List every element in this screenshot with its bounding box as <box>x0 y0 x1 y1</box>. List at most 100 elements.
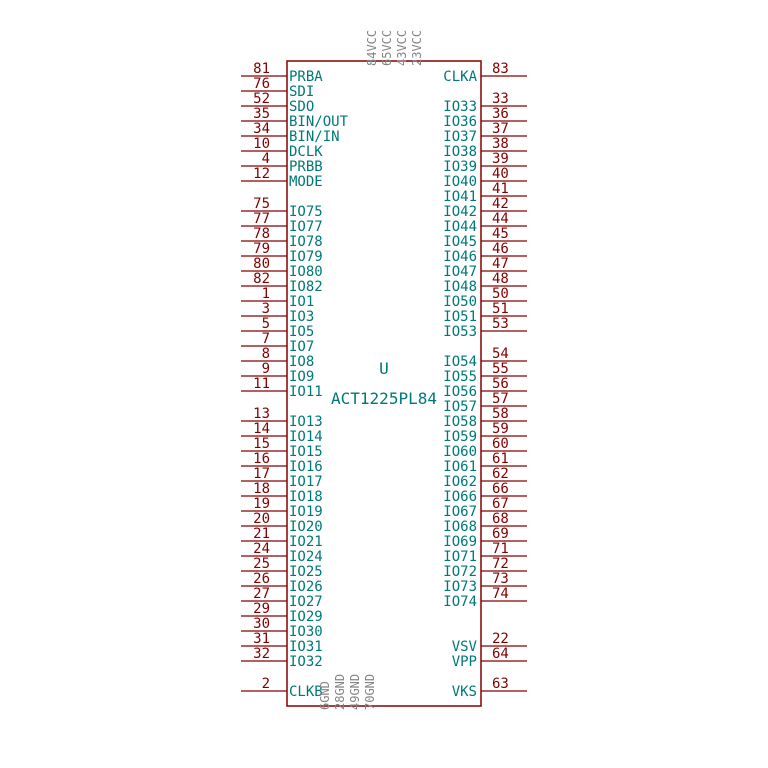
pin-name: IO18 <box>289 489 323 505</box>
pin-name: IO73 <box>443 579 477 595</box>
pin-number: 33 <box>492 91 509 107</box>
pin-name: IO77 <box>289 219 323 235</box>
pin-name: IO51 <box>443 309 477 325</box>
pin-name: DCLK <box>289 144 323 160</box>
ground-pin-number: 49 <box>348 696 362 710</box>
pin-number: 41 <box>492 181 509 197</box>
pin-number: 32 <box>253 646 270 662</box>
power-pin-84: 84VCC <box>365 30 379 66</box>
pin-name: IO8 <box>289 354 314 370</box>
pin-name: VPP <box>452 654 477 670</box>
pin-number: 51 <box>492 301 509 317</box>
ground-pin-label: 70GND <box>363 674 377 710</box>
pin-name: SDI <box>289 84 314 100</box>
pin-number: 22 <box>492 631 509 647</box>
pin-name: IO19 <box>289 504 323 520</box>
ground-pin-number: 70 <box>363 696 377 710</box>
pin-name: IO40 <box>443 174 477 190</box>
pin-number: 56 <box>492 376 509 392</box>
pin-name: PRBA <box>289 69 323 85</box>
pin-number: 40 <box>492 166 509 182</box>
pin-name: IO37 <box>443 129 477 145</box>
pin-name: IO58 <box>443 414 477 430</box>
pin-name: IO9 <box>289 369 314 385</box>
pin-number: 38 <box>492 136 509 152</box>
pin-name: IO74 <box>443 594 477 610</box>
power-pin-number: 84 <box>365 52 379 66</box>
pin-name: IO3 <box>289 309 314 325</box>
pin-number: 52 <box>253 91 270 107</box>
pin-name: IO48 <box>443 279 477 295</box>
power-pin-label: 23VCC <box>410 30 424 66</box>
power-pin-name: VCC <box>365 30 379 52</box>
power-pin-number: 65 <box>380 52 394 66</box>
pin-number: 77 <box>253 211 270 227</box>
pin-name: IO20 <box>289 519 323 535</box>
pin-number: 50 <box>492 286 509 302</box>
pin-number: 9 <box>262 361 270 377</box>
pin-name: IO27 <box>289 594 323 610</box>
pin-number: 30 <box>253 616 270 632</box>
pin-number: 25 <box>253 556 270 572</box>
pin-number: 7 <box>262 331 270 347</box>
power-pin-number: 43 <box>395 52 409 66</box>
pin-name: IO55 <box>443 369 477 385</box>
pin-number: 44 <box>492 211 509 227</box>
pin-number: 71 <box>492 541 509 557</box>
pin-name: IO53 <box>443 324 477 340</box>
pin-name: IO82 <box>289 279 323 295</box>
pin-number: 54 <box>492 346 509 362</box>
pin-number: 72 <box>492 556 509 572</box>
pin-number: 69 <box>492 526 509 542</box>
pin-name: IO38 <box>443 144 477 160</box>
pin-name: IO56 <box>443 384 477 400</box>
pin-name: IO57 <box>443 399 477 415</box>
pin-name: IO45 <box>443 234 477 250</box>
pin-name: IO13 <box>289 414 323 430</box>
power-pin-label: 65VCC <box>380 30 394 66</box>
pin-number: 21 <box>253 526 270 542</box>
pin-name: IO14 <box>289 429 323 445</box>
ground-pin-label: 6GND <box>318 681 332 710</box>
pin-name: IO39 <box>443 159 477 175</box>
pin-name: IO80 <box>289 264 323 280</box>
pin-number: 68 <box>492 511 509 527</box>
pin-number: 31 <box>253 631 270 647</box>
pin-name: IO16 <box>289 459 323 475</box>
pin-name: IO50 <box>443 294 477 310</box>
pin-name: IO69 <box>443 534 477 550</box>
power-pin-name: VCC <box>380 30 394 52</box>
pin-number: 45 <box>492 226 509 242</box>
pin-name: IO36 <box>443 114 477 130</box>
pin-name: IO78 <box>289 234 323 250</box>
pin-number: 15 <box>253 436 270 452</box>
pin-number: 53 <box>492 316 509 332</box>
pin-name: IO21 <box>289 534 323 550</box>
pin-name: IO1 <box>289 294 314 310</box>
